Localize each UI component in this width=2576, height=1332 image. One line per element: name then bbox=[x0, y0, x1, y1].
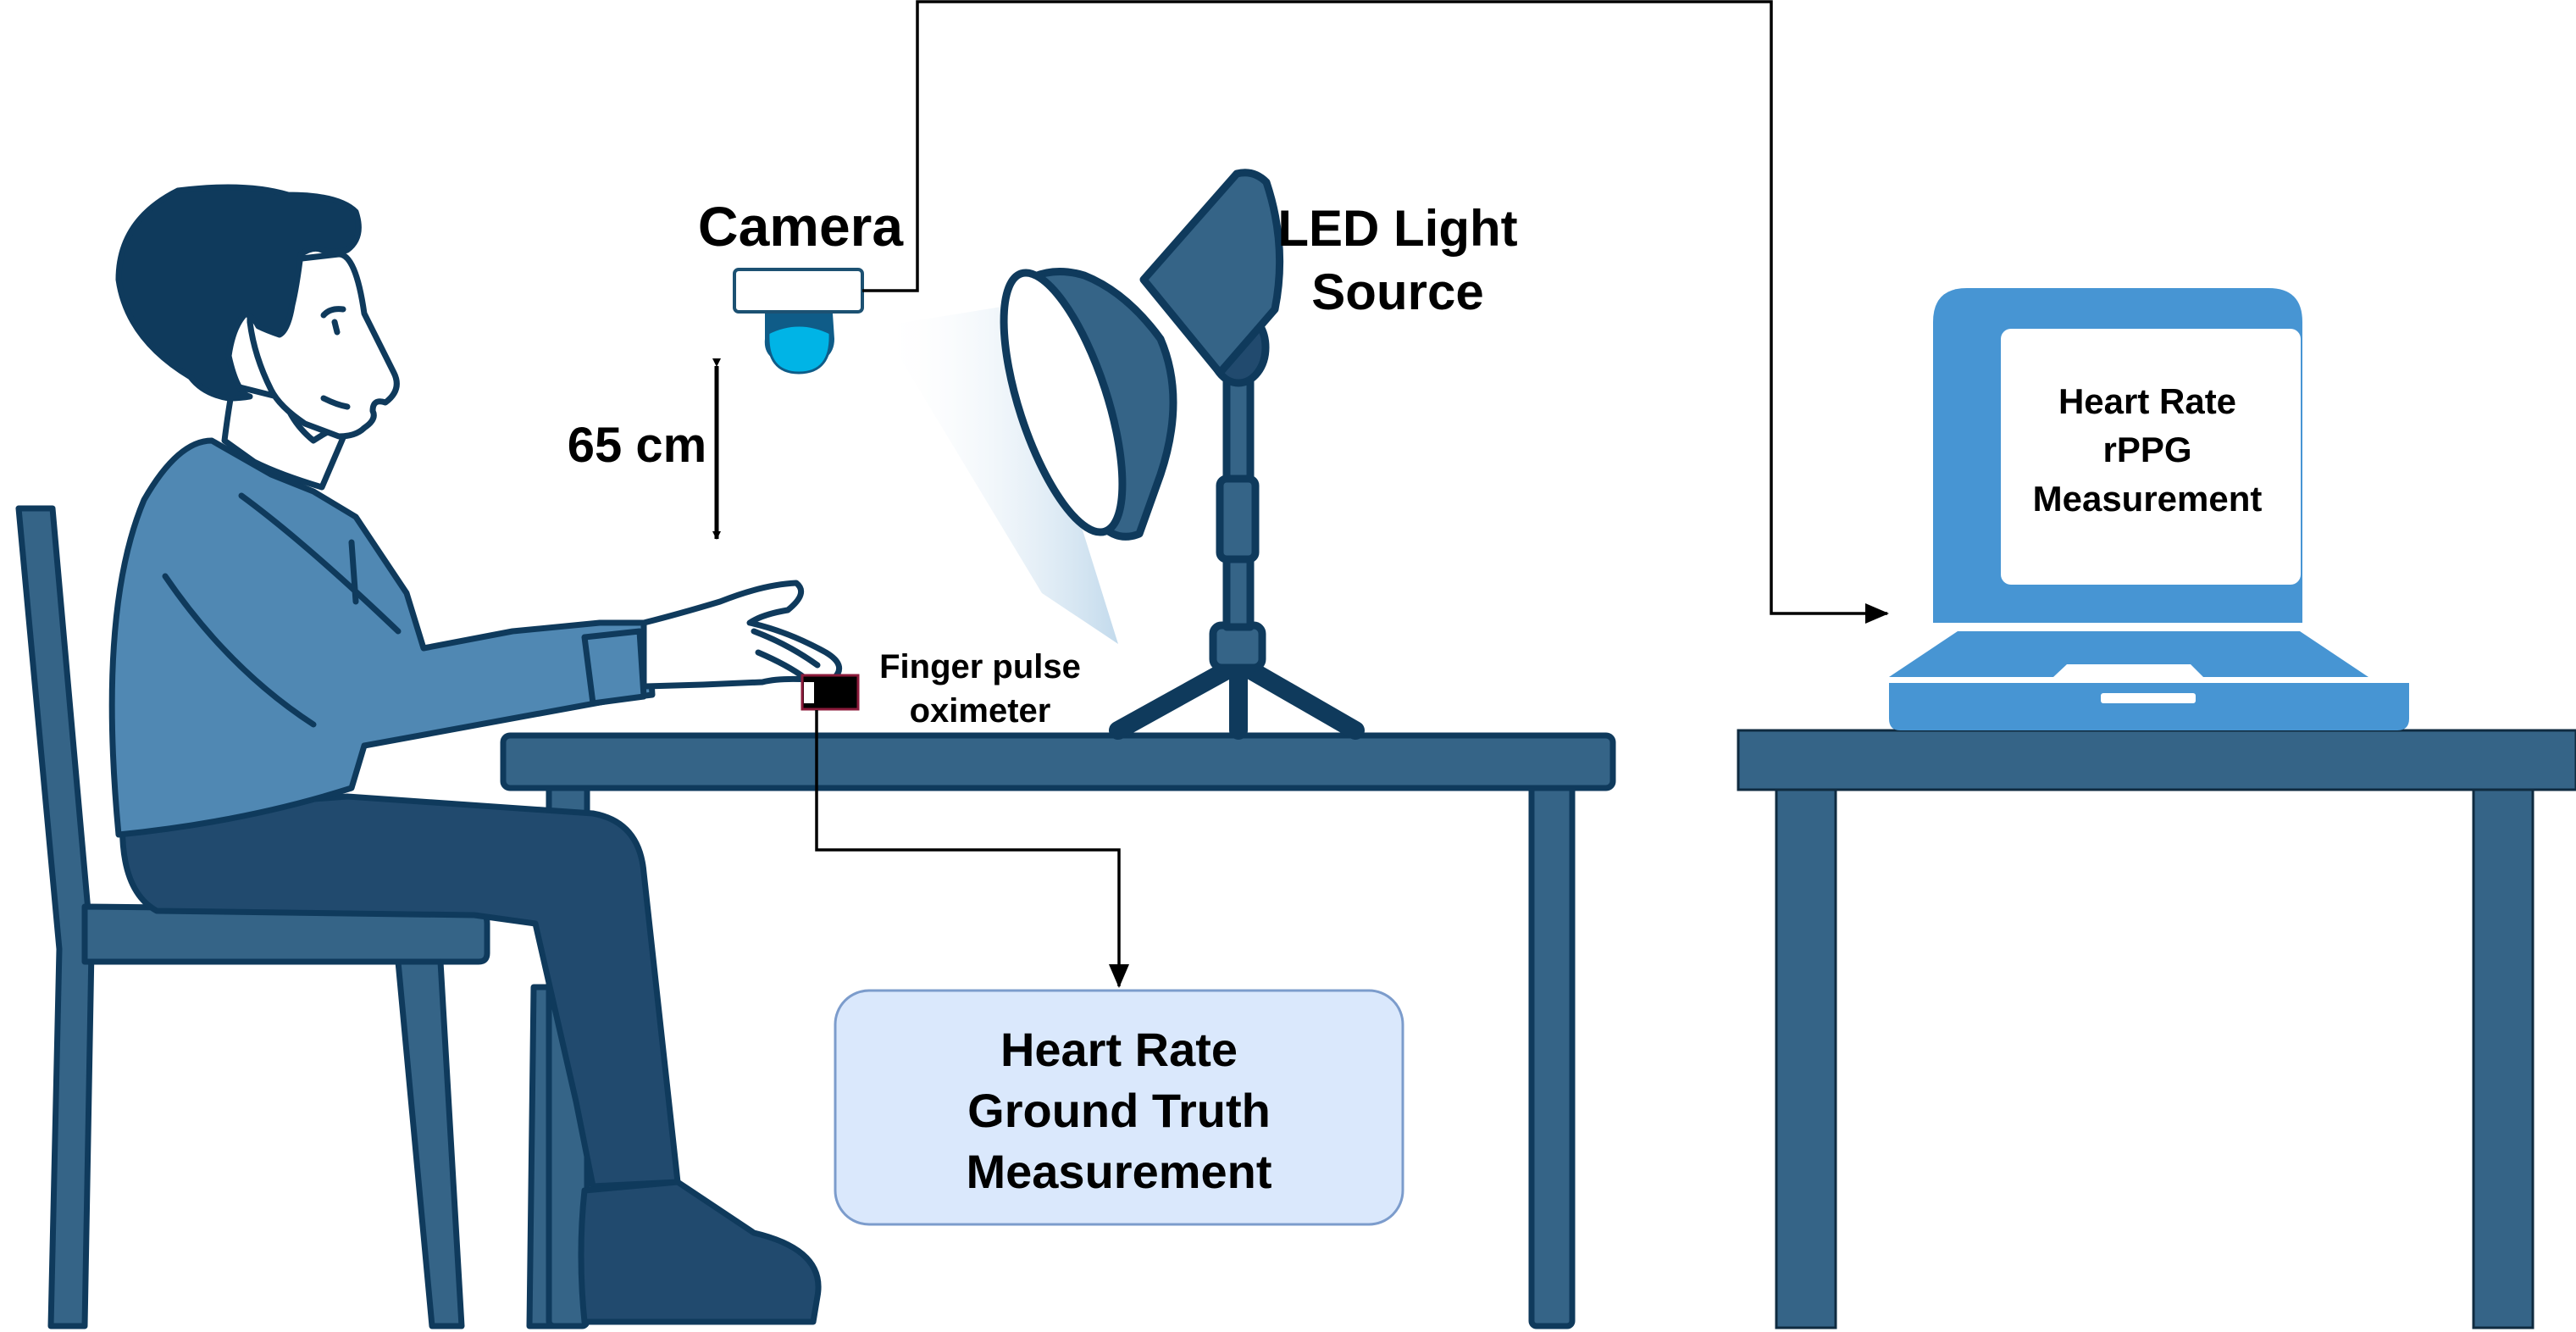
person-hand bbox=[640, 580, 843, 690]
chair bbox=[15, 505, 562, 1329]
camera-connection-wire bbox=[862, 0, 1889, 624]
lamp-pole-collar bbox=[1216, 475, 1260, 563]
led-label-line2: Source bbox=[1311, 264, 1483, 320]
right-table-top bbox=[1737, 729, 2576, 791]
laptop-label-line3: Measurement bbox=[2033, 479, 2263, 519]
oximeter-label-line1: Finger pulse bbox=[879, 648, 1081, 685]
tripod-leg-right bbox=[1240, 660, 1365, 740]
left-table-leg-front bbox=[1528, 780, 1576, 1329]
oximeter-clip bbox=[804, 682, 814, 703]
right-table bbox=[1737, 729, 2576, 1329]
laptop-screen bbox=[2001, 329, 2301, 585]
person-eye bbox=[331, 319, 341, 336]
chair-backrest bbox=[15, 505, 95, 1329]
person-pants bbox=[119, 793, 681, 1190]
camera-label: Camera bbox=[698, 195, 904, 258]
lamp-head-back bbox=[1139, 169, 1284, 377]
distance-label: 65 cm bbox=[568, 418, 706, 473]
camera bbox=[733, 268, 864, 375]
person-cuff bbox=[581, 628, 647, 707]
person-shoe bbox=[578, 1179, 822, 1325]
oximeter-label-line2: oximeter bbox=[910, 692, 1051, 730]
left-table-top bbox=[500, 732, 1616, 791]
ground-truth-box bbox=[834, 989, 1404, 1226]
oximeter bbox=[800, 674, 860, 711]
person-hair bbox=[115, 184, 362, 402]
tripod-joint bbox=[1209, 621, 1266, 672]
right-table-leg-right bbox=[2472, 788, 2534, 1329]
chair-front-leg bbox=[395, 958, 465, 1329]
laptop-base bbox=[1889, 683, 2409, 730]
led-light bbox=[1000, 169, 1365, 740]
lamp-opening bbox=[1000, 269, 1127, 536]
camera-lens bbox=[767, 324, 832, 375]
person-mouth bbox=[320, 395, 351, 410]
laptop-label-line2: rPPG bbox=[2102, 430, 2191, 469]
ground-truth-line2: Ground Truth bbox=[967, 1084, 1271, 1137]
tripod-leg-left bbox=[1109, 660, 1238, 740]
ground-truth-line1: Heart Rate bbox=[1000, 1023, 1238, 1076]
laptop-trackpad-slot bbox=[2101, 693, 2196, 703]
person-eyebrow bbox=[320, 306, 346, 319]
camera-body bbox=[733, 268, 864, 314]
person bbox=[108, 184, 843, 1325]
ground-truth-line3: Measurement bbox=[966, 1145, 1271, 1198]
laptop-keyboard-deck bbox=[1889, 631, 2368, 677]
oximeter-connection-wire bbox=[815, 710, 1129, 988]
led-label-line1: LED Light bbox=[1277, 200, 1517, 257]
person-torso bbox=[108, 437, 656, 838]
laptop bbox=[1889, 288, 2409, 730]
right-table-leg-left bbox=[1775, 788, 1837, 1329]
laptop-label-line1: Heart Rate bbox=[2058, 381, 2236, 421]
light-beam bbox=[881, 305, 1118, 644]
